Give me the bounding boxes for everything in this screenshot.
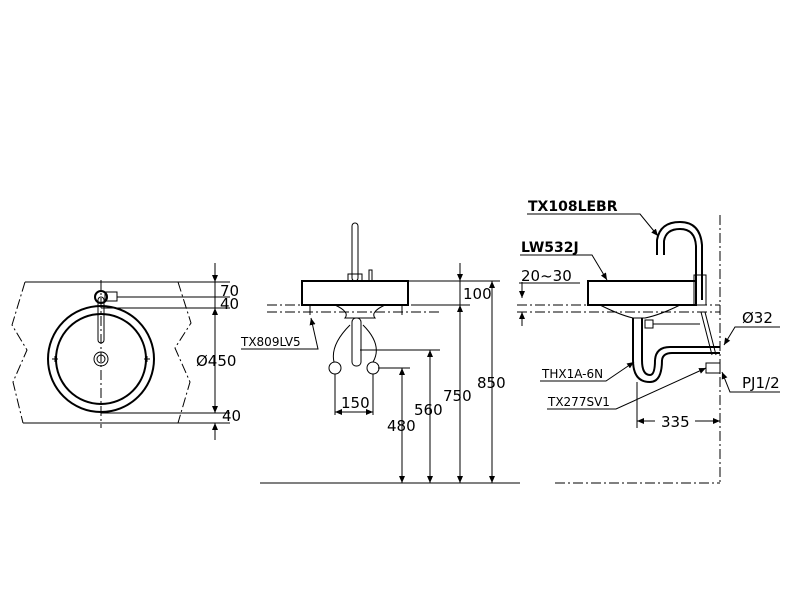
hoses <box>332 324 377 363</box>
label-basin: LW532J <box>521 240 579 256</box>
faucet-lever <box>693 274 707 306</box>
top-view: 70 40 Ø450 40 <box>11 263 241 440</box>
dim-counter: 20~30 <box>521 267 572 285</box>
p-trap <box>632 318 720 384</box>
basin-body <box>301 280 409 306</box>
supply-hose <box>700 311 717 356</box>
dim-850: 850 <box>477 374 506 392</box>
dim-750: 750 <box>443 387 472 405</box>
label-thread: PJ1/2 <box>742 374 780 392</box>
drain-pipe <box>351 317 362 367</box>
slab-break-right <box>174 281 192 424</box>
basin-side <box>587 280 697 306</box>
label-stop-valve: TX277SV1 <box>547 395 610 409</box>
dim-100: 100 <box>463 285 492 303</box>
dim-diameter: Ø450 <box>196 352 236 370</box>
dim-335: 335 <box>661 413 690 431</box>
faucet-base-icon <box>94 290 108 304</box>
stop-valve <box>705 362 721 374</box>
faucet-spout-front <box>351 222 359 282</box>
label-trap: THX1A-6N <box>541 367 603 381</box>
dim-150: 150 <box>341 394 370 412</box>
label-pipe-diameter: Ø32 <box>742 309 773 327</box>
faucet-spout <box>97 296 105 344</box>
dim-40-top: 40 <box>220 295 239 313</box>
dim-560: 560 <box>414 401 443 419</box>
dim-40-bottom: 40 <box>222 407 241 425</box>
label-faucet: TX108LEBR <box>528 199 618 215</box>
counter-lines <box>267 304 442 313</box>
front-view: 100 750 850 560 480 150 TX809LV5 <box>240 222 520 484</box>
gooseneck-faucet <box>656 220 703 300</box>
dim-480: 480 <box>387 417 416 435</box>
side-view: 20~30 LW532J TX108LEBR THX1A-6N TX277SV1… <box>517 199 780 484</box>
slab-break-left <box>11 281 28 424</box>
label-valve: TX809LV5 <box>240 335 301 349</box>
dim-70: 70 <box>220 282 239 300</box>
